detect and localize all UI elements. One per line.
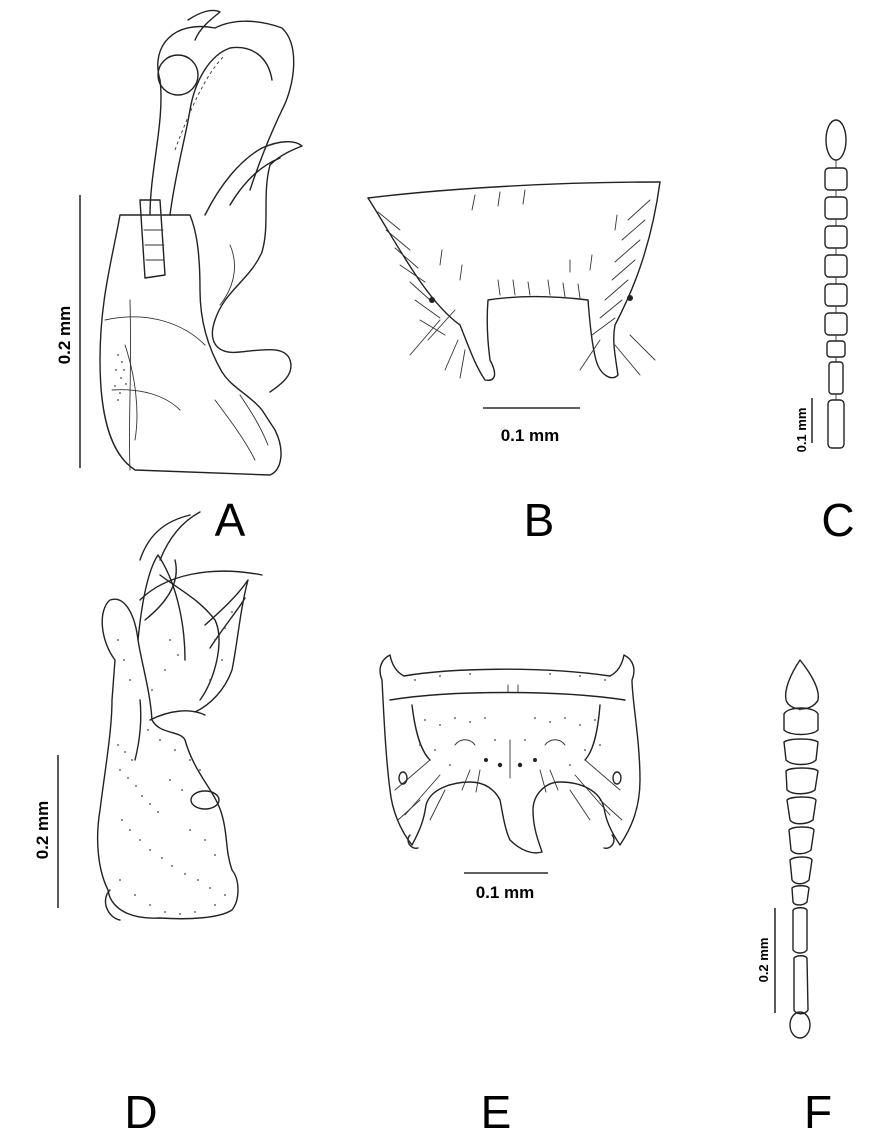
panel-b: 0.1 mm B (367, 181, 661, 546)
panel-b-scale-label: 0.1 mm (501, 426, 560, 445)
panel-f-scale-label: 0.2 mm (756, 938, 771, 983)
panel-c-drawing (824, 119, 848, 449)
panel-f-drawing (783, 659, 819, 1039)
panel-f-letter: F (804, 1086, 832, 1138)
panel-d-letter: D (124, 1086, 157, 1138)
panel-c: 0.1 mm C (794, 119, 855, 546)
panel-b-drawing (367, 181, 661, 382)
panel-e-stipple (414, 673, 606, 766)
panel-e-drawing (379, 654, 641, 854)
panel-a-scale-label: 0.2 mm (55, 306, 74, 365)
panel-e-scale-label: 0.1 mm (476, 883, 535, 902)
panel-e-letter: E (481, 1086, 512, 1138)
panel-f: 0.2 mm F (756, 659, 832, 1138)
panel-c-letter: C (821, 494, 854, 546)
panel-a: 0.2 mm A (55, 9, 303, 546)
panel-d-stipple (117, 611, 233, 915)
panel-d-drawing (96, 511, 263, 921)
panel-a-letter: A (215, 494, 246, 546)
panel-d-scale-label: 0.2 mm (33, 801, 52, 860)
panel-a-drawing (99, 9, 303, 476)
panel-d: 0.2 mm D (33, 511, 263, 1138)
panel-b-letter: B (524, 494, 555, 546)
panel-e: 0.1 mm E (379, 654, 641, 1138)
panel-c-scale-label: 0.1 mm (794, 408, 809, 453)
